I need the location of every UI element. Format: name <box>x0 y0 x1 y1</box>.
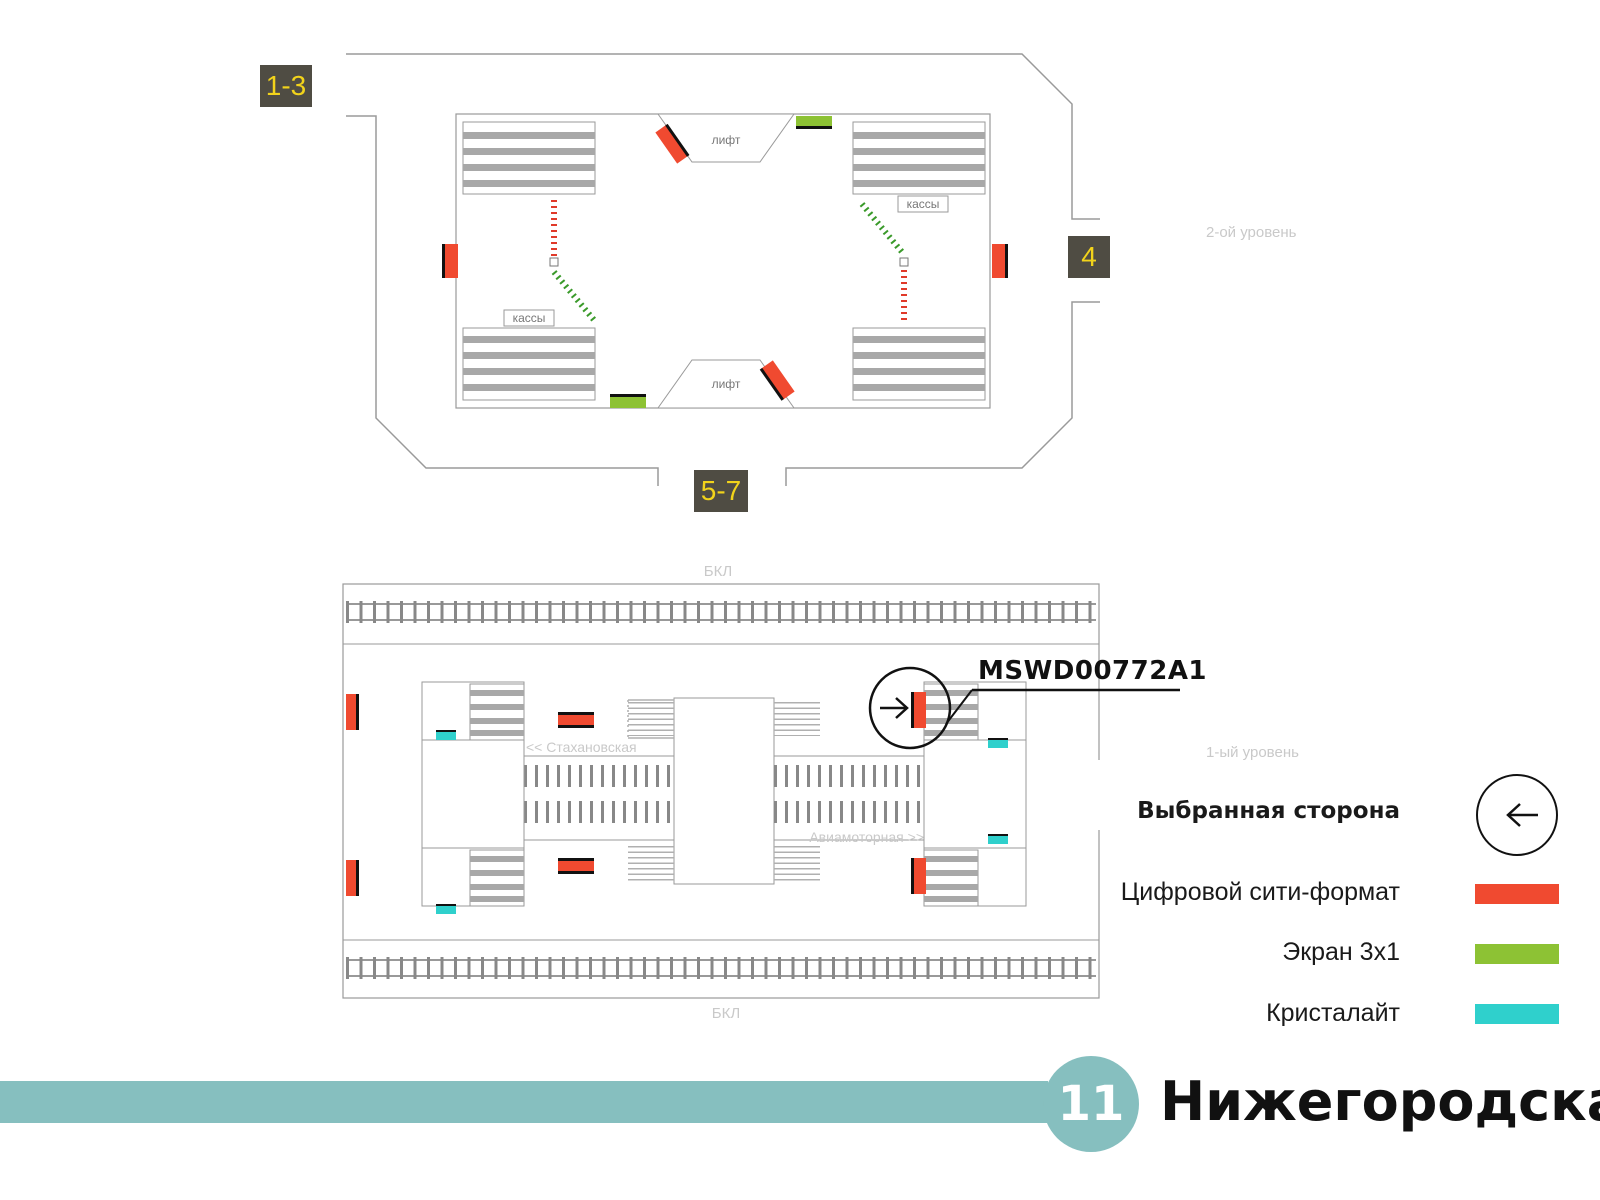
track-label-bottom: БКЛ <box>712 1005 740 1022</box>
track-label-top: БКЛ <box>704 563 732 580</box>
crystalight-panel[interactable] <box>988 834 1008 844</box>
escalator-top-right <box>852 121 986 195</box>
legend-item-label: Цифровой сити-формат <box>1120 878 1400 906</box>
platform-escalator <box>923 849 979 907</box>
vestibule-outer-wall <box>346 53 1100 220</box>
digital-city-format-panel[interactable] <box>911 858 926 894</box>
escalator-bottom-right <box>852 327 986 401</box>
direction-right-label: Авиамоторная >> <box>809 829 924 845</box>
crystalight-panel[interactable] <box>436 904 456 914</box>
turnstile-node <box>549 257 559 267</box>
central-hall <box>673 697 775 885</box>
track-center-left <box>523 755 675 841</box>
stairs-hatch <box>627 699 820 882</box>
escalator-top-left <box>462 121 596 195</box>
turnstile-node <box>899 257 909 267</box>
ticket-office-top <box>897 195 949 213</box>
arrow-left-in-circle-icon <box>1476 774 1558 856</box>
line-color-bar <box>0 1081 1048 1123</box>
digital-city-format-panel[interactable] <box>558 858 594 874</box>
legend-item-label: Кристалайт <box>1266 999 1400 1027</box>
turnstiles-green-right <box>859 202 905 254</box>
digital-city-format-panel[interactable] <box>442 244 458 278</box>
legend-selected-side-label: Выбранная сторона <box>1137 798 1400 824</box>
escalator-bottom-left <box>462 327 596 401</box>
elevator-bottom-label: лифт <box>712 377 741 391</box>
track-bottom <box>346 957 1096 979</box>
platform-escalator <box>469 849 525 907</box>
exit-badge-1-3: 1-3 <box>260 65 312 107</box>
lower-level-label: 1-ый уровень <box>1206 744 1299 761</box>
digital-city-format-panel[interactable] <box>558 712 594 728</box>
ticket-office-bottom <box>503 309 555 327</box>
ticket-office-bottom-label: кассы <box>513 311 546 325</box>
digital-city-format-panel-selected[interactable] <box>911 692 926 728</box>
digital-city-format-panel[interactable] <box>992 244 1008 278</box>
track-center-right <box>773 755 925 841</box>
vestibule-outer-wall <box>346 115 659 486</box>
upper-level-plan: лифт лифт кассы кассы <box>346 53 1100 486</box>
elevator-top-label: лифт <box>712 133 741 147</box>
exit-badge-5-7: 5-7 <box>694 470 748 512</box>
vestibule-outer-wall <box>785 301 1100 486</box>
selected-panel-code: MSWD00772A1 <box>978 656 1208 686</box>
upper-level-label: 2-ой уровень <box>1206 224 1297 241</box>
selected-side-marker <box>868 666 1180 750</box>
track-top <box>346 601 1096 623</box>
crystalight-panel[interactable] <box>436 730 456 740</box>
line-number-badge: 11 <box>1043 1056 1139 1152</box>
lower-level-plan: БКЛ БКЛ << Стахановская Авиамоторная >> <box>342 563 1180 1022</box>
exit-badge-4: 4 <box>1068 236 1110 278</box>
digital-city-format-panel[interactable] <box>655 123 690 164</box>
digital-city-format-panel[interactable] <box>346 860 359 896</box>
direction-left-label: << Стахановская <box>526 739 637 755</box>
elevator-bottom <box>657 359 795 409</box>
turnstiles-green-left <box>551 270 597 322</box>
legend-swatch-digital-city-format <box>1475 884 1559 904</box>
platform-escalator <box>469 683 525 741</box>
legend-item-label: Экран 3х1 <box>1282 938 1400 966</box>
crystalight-panel[interactable] <box>988 738 1008 748</box>
legend-swatch-screen-3x1 <box>1475 944 1559 964</box>
station-name: Нижегородская <box>1160 1070 1600 1133</box>
legend-swatch-crystalight <box>1475 1004 1559 1024</box>
digital-city-format-panel[interactable] <box>759 360 795 401</box>
digital-city-format-panel[interactable] <box>346 694 359 730</box>
screen-3x1-panel[interactable] <box>610 394 646 408</box>
ticket-office-top-label: кассы <box>907 197 940 211</box>
screen-3x1-panel[interactable] <box>796 116 832 129</box>
